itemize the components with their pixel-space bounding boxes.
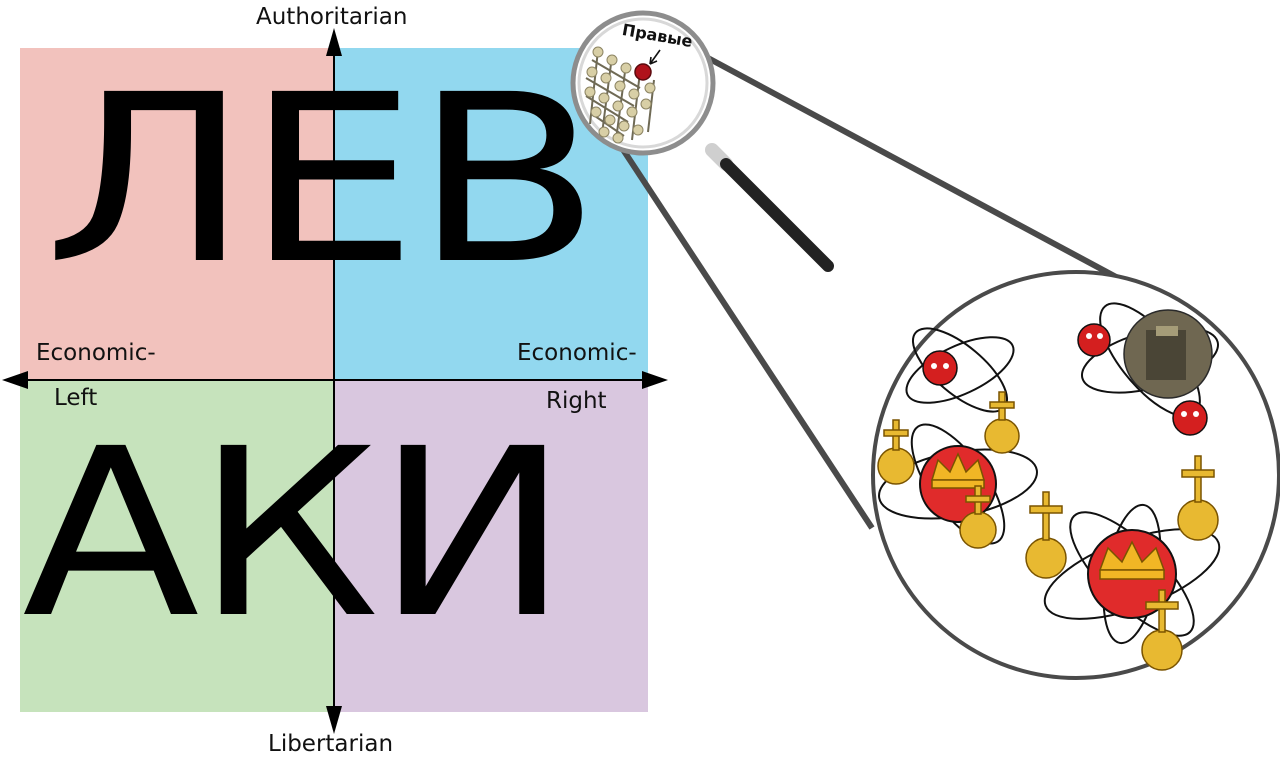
french-royalist-ball-icon xyxy=(922,323,1208,436)
crown-ball-icon xyxy=(919,445,1177,619)
orb-icon xyxy=(877,391,1219,671)
lattice-icon xyxy=(584,46,661,144)
red-atom-icon xyxy=(634,63,652,81)
axis-label-economic-left-line2: Left xyxy=(54,385,98,411)
axis-label-libertarian: Libertarian xyxy=(268,731,394,757)
axis-label-economic-left-line1: Economic- xyxy=(36,340,156,366)
arrow-left-icon xyxy=(2,371,28,389)
axis-label-authoritarian: Authoritarian xyxy=(256,4,408,30)
word-bottom: АКИ xyxy=(22,399,570,669)
arrow-right-icon xyxy=(642,371,668,389)
libertarian-left-quadrant xyxy=(20,380,333,712)
word-top: ЛЕВ xyxy=(44,45,601,315)
zoomed-circle xyxy=(871,270,1280,680)
axis-label-economic-right-line1: Economic- xyxy=(517,340,637,366)
libertarian-right-quadrant xyxy=(333,380,648,712)
magnifying-glass-icon xyxy=(570,10,834,272)
authoritarian-left-quadrant xyxy=(20,48,333,380)
arrow-down-icon xyxy=(326,706,342,734)
axis-label-economic-right-line2: Right xyxy=(546,388,607,414)
arrow-up-icon xyxy=(326,28,342,56)
